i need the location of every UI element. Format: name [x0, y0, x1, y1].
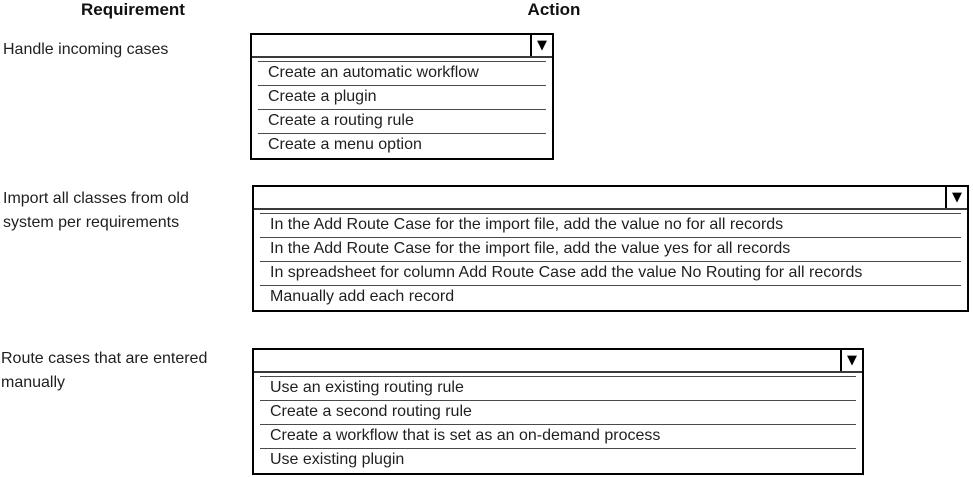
dropdown-arrow-button[interactable]: ▼	[945, 187, 967, 208]
dropdown-combobox[interactable]: ▼	[254, 187, 967, 210]
option-item[interactable]: Create an automatic workflow	[258, 61, 546, 85]
dropdown-selected-value[interactable]	[254, 187, 944, 208]
action-dropdown-group: ▼ Use an existing routing rule Create a …	[252, 348, 864, 475]
dropdown-options-list: In the Add Route Case for the import fil…	[254, 210, 967, 310]
chevron-down-icon: ▼	[952, 190, 962, 205]
chevron-down-icon: ▼	[847, 353, 857, 368]
column-header-action: Action	[527, 0, 581, 19]
option-item[interactable]: In spreadsheet for column Add Route Case…	[260, 261, 961, 285]
column-header-requirement: Requirement	[81, 0, 185, 19]
dropdown-options-list: Create an automatic workflow Create a pl…	[252, 58, 552, 158]
dropdown-combobox[interactable]: ▼	[252, 35, 552, 58]
dropdown-arrow-button[interactable]: ▼	[530, 35, 552, 56]
action-dropdown-group: ▼ Create an automatic workflow Create a …	[250, 33, 554, 160]
dropdown-combobox[interactable]: ▼	[254, 350, 862, 373]
option-item[interactable]: In the Add Route Case for the import fil…	[260, 237, 961, 261]
action-dropdown-group: ▼ In the Add Route Case for the import f…	[252, 185, 969, 312]
option-item[interactable]: Manually add each record	[260, 285, 961, 309]
option-item[interactable]: Create a second routing rule	[260, 400, 856, 424]
option-item[interactable]: Create a menu option	[258, 133, 546, 157]
requirement-label: Handle incoming cases	[3, 41, 169, 58]
option-item[interactable]: Use an existing routing rule	[260, 376, 856, 400]
option-item[interactable]: Create a plugin	[258, 85, 546, 109]
dropdown-options-list: Use an existing routing rule Create a se…	[254, 373, 862, 473]
dropdown-selected-value[interactable]	[254, 350, 839, 371]
option-item[interactable]: Use existing plugin	[260, 448, 856, 472]
option-item[interactable]: Create a workflow that is set as an on-d…	[260, 424, 856, 448]
dropdown-selected-value[interactable]	[252, 35, 529, 56]
chevron-down-icon: ▼	[537, 38, 547, 53]
requirement-label: Import all classes from old system per r…	[3, 190, 189, 231]
requirement-label: Route cases that are entered manually	[1, 350, 208, 391]
option-item[interactable]: Create a routing rule	[258, 109, 546, 133]
option-item[interactable]: In the Add Route Case for the import fil…	[260, 213, 961, 237]
dropdown-arrow-button[interactable]: ▼	[840, 350, 862, 371]
